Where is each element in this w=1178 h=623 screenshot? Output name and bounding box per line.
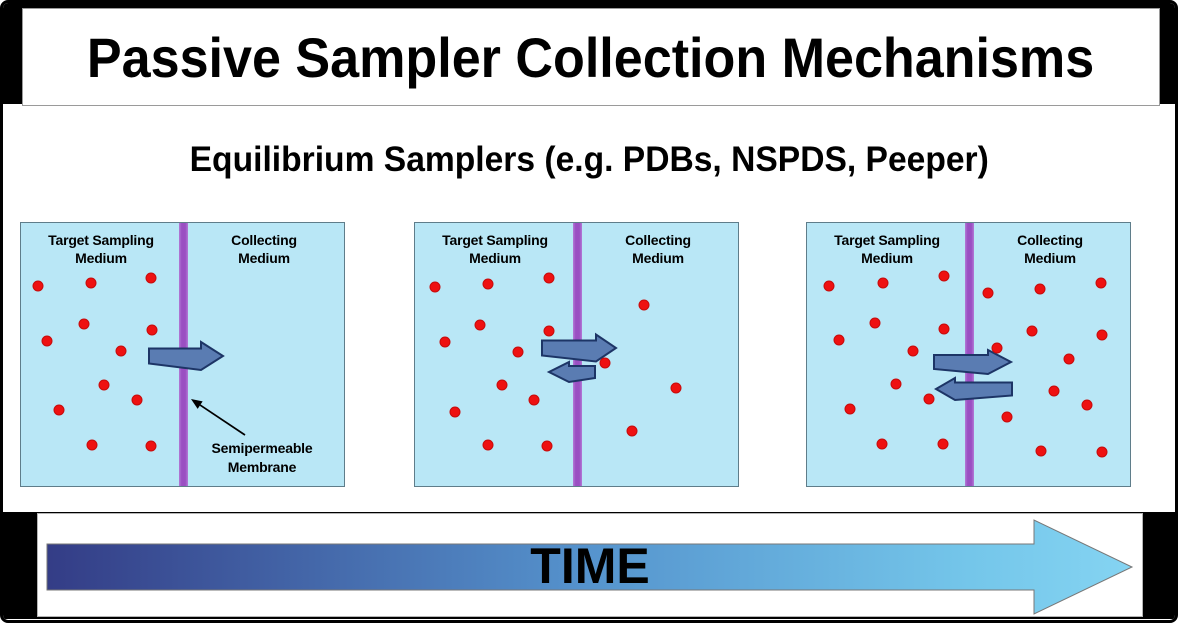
target-medium-label: Target Sampling Medium [834, 232, 940, 267]
analyte-dot [907, 345, 919, 357]
analyte-dot [1048, 385, 1060, 397]
sampler-panel-2: Target Sampling Medium Collecting Medium [414, 222, 739, 487]
annotation-pointer-line [199, 404, 246, 436]
analyte-dot [1034, 283, 1046, 295]
diffusion-arrow-right [933, 348, 1014, 376]
diffusion-arrow-left [934, 376, 1013, 402]
time-label: TIME [530, 538, 650, 594]
analyte-dot [982, 287, 994, 299]
panel-overlay [541, 332, 618, 384]
analyte-dot [449, 406, 461, 418]
analyte-dot [1081, 399, 1093, 411]
analyte-dot [1001, 411, 1013, 423]
time-arrow-shape [46, 519, 1134, 615]
analyte-dot [1026, 325, 1038, 337]
page-title: Passive Sampler Collection Mechanisms [87, 25, 1095, 89]
analyte-dot [41, 335, 53, 347]
analyte-dot [543, 272, 555, 284]
analyte-dot [85, 277, 97, 289]
analyte-dot [145, 272, 157, 284]
time-arrow [46, 519, 1134, 615]
analyte-dot [78, 318, 90, 330]
analyte-dot [1096, 329, 1108, 341]
collecting-medium-label: Collecting Medium [625, 232, 691, 267]
analyte-dot [543, 325, 555, 337]
time-arrow-box: TIME [37, 513, 1143, 617]
analyte-dot [131, 394, 143, 406]
analyte-dot [876, 438, 888, 450]
analyte-dot [599, 357, 611, 369]
analyte-dot [32, 280, 44, 292]
collecting-medium-label: Collecting Medium [1017, 232, 1083, 267]
subtitle-text: Equilibrium Samplers (e.g. PDBs, NSPDS, … [189, 140, 989, 179]
analyte-dot [1095, 277, 1107, 289]
analyte-dot [938, 270, 950, 282]
analyte-dot [98, 379, 110, 391]
analyte-dot [890, 378, 902, 390]
title-box: Passive Sampler Collection Mechanisms [22, 8, 1160, 106]
subtitle-row: Equilibrium Samplers (e.g. PDBs, NSPDS, … [3, 140, 1175, 180]
analyte-dot [528, 394, 540, 406]
analyte-dot [823, 280, 835, 292]
analyte-dot [53, 404, 65, 416]
analyte-dot [429, 281, 441, 293]
analyte-dot [1096, 446, 1108, 458]
analyte-dot [439, 336, 451, 348]
diffusion-arrow-right [541, 332, 618, 363]
analyte-dot [86, 439, 98, 451]
analyte-dot [833, 334, 845, 346]
analyte-dot [1063, 353, 1075, 365]
annotation-pointer-head [191, 399, 203, 409]
analyte-dot [938, 323, 950, 335]
sampler-panel-3: Target Sampling Medium Collecting Medium [806, 222, 1131, 487]
analyte-dot [869, 317, 881, 329]
analyte-dot [844, 403, 856, 415]
analyte-dot [496, 379, 508, 391]
collecting-medium-label: Collecting Medium [231, 232, 297, 267]
diffusion-arrow-left [546, 360, 596, 384]
panel-overlay [148, 340, 246, 436]
analyte-dot [1035, 445, 1047, 457]
target-medium-label: Target Sampling Medium [48, 232, 154, 267]
analyte-dot [937, 438, 949, 450]
sampler-panel-1: Target Sampling Medium Collecting Medium… [20, 222, 345, 487]
analyte-dot [115, 345, 127, 357]
analyte-dot [482, 278, 494, 290]
analyte-dot [670, 382, 682, 394]
analyte-dot [482, 439, 494, 451]
analyte-dot [638, 299, 650, 311]
analyte-dot [145, 440, 157, 452]
analyte-dot [146, 324, 158, 336]
analyte-dot [923, 393, 935, 405]
analyte-dot [626, 425, 638, 437]
analyte-dot [474, 319, 486, 331]
analyte-dot [512, 346, 524, 358]
target-medium-label: Target Sampling Medium [442, 232, 548, 267]
analyte-dot [877, 277, 889, 289]
analyte-dot [541, 440, 553, 452]
semipermeable-membrane-label: Semipermeable Membrane [211, 440, 313, 475]
panel-overlay [933, 348, 1014, 402]
diffusion-arrow-right [148, 340, 225, 372]
analyte-dot [991, 342, 1003, 354]
